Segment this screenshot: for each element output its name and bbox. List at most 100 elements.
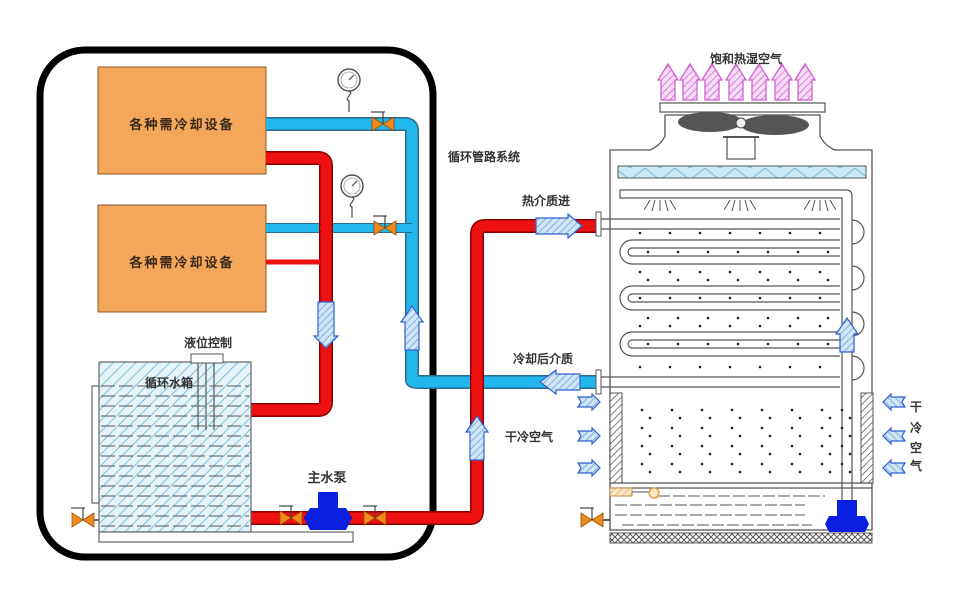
water-droplet xyxy=(760,444,764,448)
air-intake-arrow-icon xyxy=(882,459,906,477)
pressure-gauge-icon xyxy=(337,68,361,113)
water-droplet xyxy=(670,408,674,412)
water-droplet xyxy=(760,408,764,412)
air-intake-arrow-icon xyxy=(577,427,601,445)
water-droplet xyxy=(818,231,822,235)
water-droplet xyxy=(640,444,644,448)
water-droplet xyxy=(708,470,712,474)
pump-icon[interactable] xyxy=(304,492,352,530)
water-droplet xyxy=(648,434,652,438)
water-droplet xyxy=(796,316,800,320)
water-droplet xyxy=(738,452,742,456)
water-droplet xyxy=(730,444,734,448)
water-droplet xyxy=(768,470,772,474)
water-droplet xyxy=(638,296,642,300)
water-droplet xyxy=(638,324,642,328)
water-droplet xyxy=(670,444,674,448)
fan-icon xyxy=(678,112,809,160)
water-droplet xyxy=(788,324,792,328)
exhaust-arrow-icon xyxy=(771,63,793,101)
water-droplet xyxy=(790,408,794,412)
flow-arrow-icon xyxy=(539,368,581,396)
water-droplet xyxy=(700,408,704,412)
water-droplet xyxy=(678,452,682,456)
water-droplet xyxy=(826,342,830,346)
valve-icon[interactable] xyxy=(70,507,95,528)
water-droplet xyxy=(668,324,672,328)
water-droplet xyxy=(848,452,852,456)
saturated-air-label: 饱和热湿空气 xyxy=(710,51,782,66)
equipment-label-2: 各种需冷却设备 xyxy=(128,255,234,271)
air-intake-arrow-icon xyxy=(882,427,906,445)
dry-cold-air-label-left: 干冷空气 xyxy=(505,429,553,444)
water-droplet xyxy=(840,462,844,466)
water-droplet xyxy=(728,296,732,300)
air-intake-arrow-icon xyxy=(882,393,906,411)
water-droplet xyxy=(670,426,674,430)
water-droplet xyxy=(820,426,824,430)
water-droplet xyxy=(676,316,680,320)
equipment-label-1: 各种需冷却设备 xyxy=(128,117,234,133)
water-droplet xyxy=(848,416,852,420)
water-droplet xyxy=(736,278,740,282)
exhaust-arrow-icon xyxy=(748,63,770,101)
cooling-tower xyxy=(595,102,874,544)
water-droplet xyxy=(648,470,652,474)
water-droplet xyxy=(736,316,740,320)
equipment-unit-2: 各种需冷却设备 xyxy=(97,204,267,313)
hot-medium-in-label: 热介质进 xyxy=(522,193,570,208)
local-system-frame xyxy=(36,46,437,561)
flow-arrow-icon xyxy=(464,414,490,461)
water-droplet xyxy=(828,434,832,438)
water-droplet xyxy=(798,416,802,420)
water-droplet xyxy=(678,434,682,438)
water-droplet xyxy=(790,462,794,466)
water-droplet xyxy=(760,426,764,430)
valve-icon[interactable] xyxy=(579,507,604,528)
water-droplet xyxy=(798,434,802,438)
water-droplet xyxy=(668,296,672,300)
water-droplet xyxy=(768,452,772,456)
water-droplet xyxy=(766,250,770,254)
water-droplet xyxy=(708,452,712,456)
water-droplet xyxy=(728,324,732,328)
water-droplet xyxy=(768,416,772,420)
water-droplet xyxy=(678,416,682,420)
water-droplet xyxy=(706,278,710,282)
water-droplet xyxy=(698,296,702,300)
water-droplet xyxy=(766,316,770,320)
water-droplet xyxy=(730,408,734,412)
flow-arrow-icon xyxy=(834,316,860,353)
water-droplet xyxy=(668,231,672,235)
water-droplet xyxy=(670,462,674,466)
main-pump-label: 主水泵 xyxy=(307,470,346,486)
water-droplet xyxy=(768,434,772,438)
water-droplet xyxy=(788,270,792,274)
water-droplet xyxy=(818,296,822,300)
water-droplet xyxy=(646,250,650,254)
water-droplet xyxy=(730,462,734,466)
water-droplet xyxy=(698,324,702,328)
pump-icon[interactable] xyxy=(825,500,869,532)
equipment-unit-1: 各种需冷却设备 xyxy=(97,66,267,175)
water-droplet xyxy=(736,250,740,254)
water-droplet xyxy=(700,444,704,448)
water-droplet xyxy=(840,444,844,448)
water-droplet xyxy=(796,250,800,254)
water-droplet xyxy=(668,365,672,369)
water-droplet xyxy=(828,452,832,456)
water-droplet xyxy=(760,462,764,466)
water-droplet xyxy=(826,278,830,282)
water-droplet xyxy=(638,365,642,369)
exhaust-arrow-icon xyxy=(794,63,816,101)
flow-arrow-icon xyxy=(399,304,425,351)
water-droplet xyxy=(730,426,734,430)
exhaust-arrow-icon xyxy=(701,63,723,101)
dry-cold-air-right-4: 气 xyxy=(909,458,922,473)
flow-arrow-icon xyxy=(535,212,583,240)
water-droplet xyxy=(818,365,822,369)
water-droplet xyxy=(676,342,680,346)
cooled-medium-label: 冷却后介质 xyxy=(513,351,573,366)
water-droplet xyxy=(798,452,802,456)
water-droplet xyxy=(728,365,732,369)
